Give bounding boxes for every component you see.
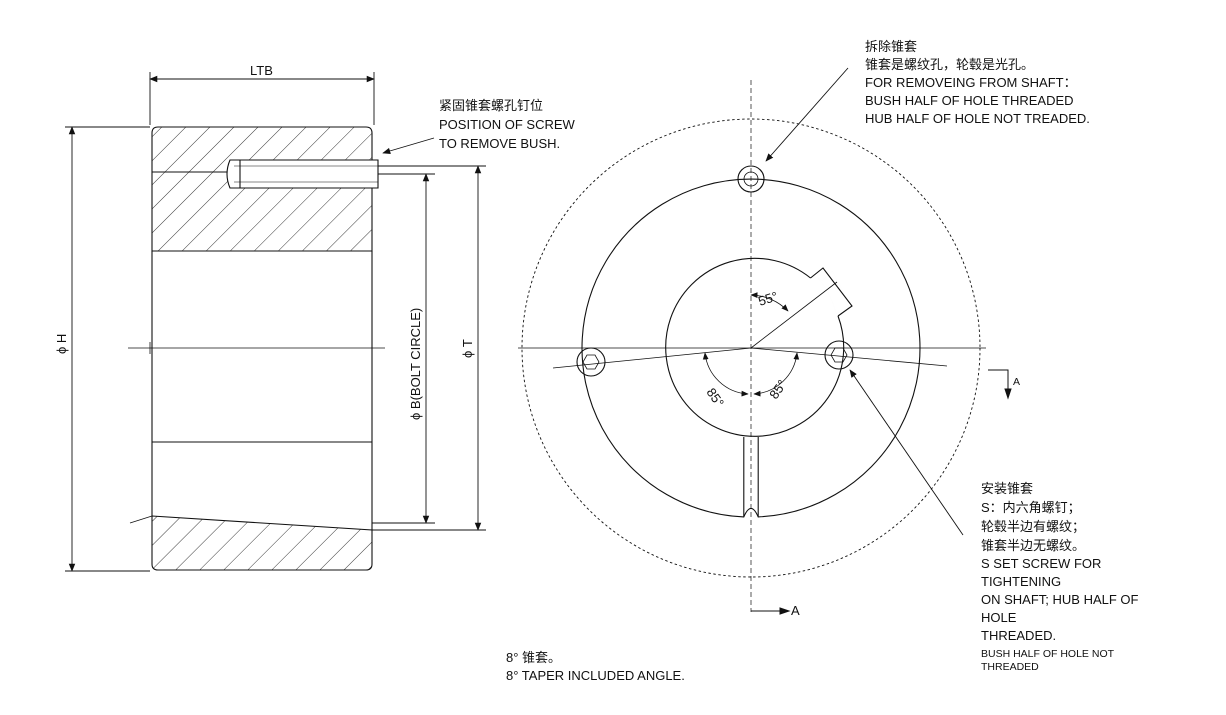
installation-note: 安装锥套 S：内六角螺钉； 轮毂半边有螺纹； 锥套半边无螺纹。 S SET SC… xyxy=(981,481,1139,673)
svg-text:TIGHTENING: TIGHTENING xyxy=(981,574,1061,589)
svg-text:BUSH HALF OF HOLE NOT: BUSH HALF OF HOLE NOT xyxy=(981,648,1115,660)
svg-text:HOLE: HOLE xyxy=(981,610,1017,625)
left-hole xyxy=(576,347,606,377)
svg-text:THREADED: THREADED xyxy=(981,661,1039,673)
arc-85-right xyxy=(753,352,800,397)
front-view xyxy=(518,80,986,612)
svg-text:S SET SCREW FOR: S SET SCREW FOR xyxy=(981,556,1101,571)
b-label: ϕ B(BOLT CIRCLE) xyxy=(408,308,423,420)
svg-text:BUSH HALF OF HOLE THREADED: BUSH HALF OF HOLE THREADED xyxy=(865,93,1074,108)
bottom-wall-hatch xyxy=(152,516,372,570)
arc-85-left xyxy=(702,352,749,397)
screw-note-leader xyxy=(382,137,435,155)
h-label: ϕ H xyxy=(54,334,69,354)
keyway-line xyxy=(750,281,838,349)
section-marker-right xyxy=(988,369,1012,400)
angle-55-label: 55° xyxy=(756,289,779,309)
removal-note: 拆除锥套 锥套是螺纹孔，轮毂是光孔。 FOR REMOVEING FROM SH… xyxy=(865,39,1090,126)
installation-note-leader xyxy=(849,369,964,536)
screw-position-note: 紧固锥套螺孔钉位 POSITION OF SCREW TO REMOVE BUS… xyxy=(439,98,576,151)
ltb-dimension xyxy=(149,72,375,125)
removal-note-leader xyxy=(765,67,849,162)
svg-text:S：内六角螺钉；: S：内六角螺钉； xyxy=(981,500,1081,516)
bottom-wall-outline xyxy=(151,515,373,571)
svg-text:POSITION OF SCREW: POSITION OF SCREW xyxy=(439,117,576,132)
bore-keyway xyxy=(810,267,853,317)
svg-text:FOR REMOVEING FROM SHAFT：: FOR REMOVEING FROM SHAFT： xyxy=(865,75,1077,90)
b-dimension xyxy=(372,173,435,524)
svg-text:ON SHAFT; HUB HALF OF: ON SHAFT; HUB HALF OF xyxy=(981,592,1139,607)
angle-85-left-label: 85° xyxy=(704,385,728,410)
outer-body-outline xyxy=(581,178,921,518)
taper-note: 8° 锥套。 8° TAPER INCLUDED ANGLE. xyxy=(506,650,685,683)
h-dimension xyxy=(65,126,150,572)
angle-85-right-label: 85° xyxy=(766,377,790,402)
bolt-line-left xyxy=(552,347,752,369)
svg-text:拆除锥套: 拆除锥套 xyxy=(865,39,917,54)
t-dimension xyxy=(372,165,486,531)
section-a-bottom: A xyxy=(791,603,800,618)
ltb-label: LTB xyxy=(250,63,273,78)
bolt-line-right xyxy=(750,347,948,367)
svg-text:THREADED.: THREADED. xyxy=(981,628,1056,643)
svg-text:8° TAPER INCLUDED ANGLE.: 8° TAPER INCLUDED ANGLE. xyxy=(506,668,685,683)
arc-55 xyxy=(750,292,789,312)
section-view xyxy=(128,126,385,571)
svg-text:紧固锥套螺孔钉位: 紧固锥套螺孔钉位 xyxy=(439,98,543,113)
svg-text:安装锥套: 安装锥套 xyxy=(981,481,1033,496)
bore-circle xyxy=(665,257,845,437)
svg-text:轮毂半边有螺纹；: 轮毂半边有螺纹； xyxy=(981,519,1085,535)
svg-text:TO REMOVE BUSH.: TO REMOVE BUSH. xyxy=(439,136,560,151)
bore-outline xyxy=(817,270,851,314)
t-label: ϕ T xyxy=(460,339,475,358)
screw-hole xyxy=(226,159,379,189)
svg-text:HUB HALF OF HOLE NOT TREADED.: HUB HALF OF HOLE NOT TREADED. xyxy=(865,111,1090,126)
svg-text:8° 锥套。: 8° 锥套。 xyxy=(506,650,561,665)
section-marker-bottom xyxy=(751,607,791,615)
svg-text:锥套半边无螺纹。: 锥套半边无螺纹。 xyxy=(981,538,1085,553)
svg-text:锥套是螺纹孔，轮毂是光孔。: 锥套是螺纹孔，轮毂是光孔。 xyxy=(865,57,1034,72)
top-wall-hatch xyxy=(152,127,372,251)
section-a-right: A xyxy=(1013,376,1020,388)
